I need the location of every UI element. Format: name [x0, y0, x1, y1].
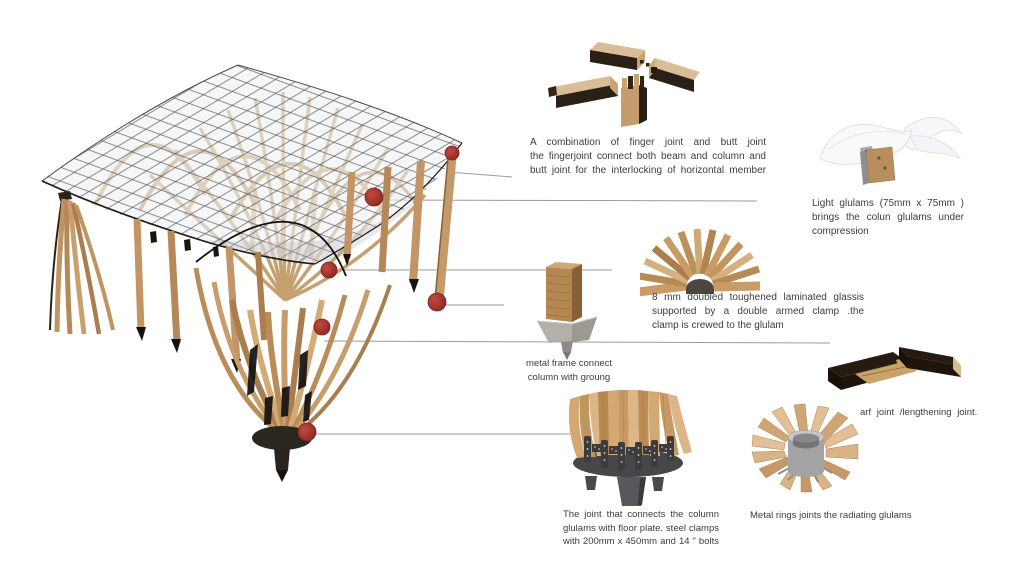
front-left-columns — [133, 218, 267, 373]
annotation-glass-clamp: 8 mm doubled toughened laminated glassis… — [652, 291, 864, 333]
joint-marker — [444, 145, 460, 161]
joint-marker — [427, 292, 447, 312]
annotation-line: glulams with floor plate. steel clamps — [563, 522, 719, 534]
metal-ring-illustration — [751, 403, 859, 493]
annotation-line: butt joint for the interlocking of horiz… — [530, 165, 766, 176]
annotation-line: The joint that connects the column — [563, 509, 719, 520]
annotation-line: compression — [812, 226, 869, 237]
annotation-metal-rings: Metal rings joints the radiating glulams — [750, 509, 950, 523]
annotation-line: arf joint /lengthening joint. — [860, 407, 978, 418]
column-base-illustration — [536, 262, 598, 360]
scarf-joint-illustration — [828, 347, 961, 390]
glass-canopy — [40, 59, 463, 277]
pavilion-illustration — [40, 59, 463, 482]
joint-markers — [297, 145, 460, 442]
annotation-line: with 200mm x 450mm and 14 " bolts — [563, 536, 719, 547]
annotation-line: metal frame connect — [525, 358, 613, 369]
joint-marker — [297, 422, 317, 442]
annotation-line: Metal rings joints the radiating glulams — [750, 510, 912, 521]
annotation-line: supported by a double armed clamp .the — [652, 306, 864, 317]
annotation-line: the fingerjoint connect both beam and co… — [530, 151, 766, 162]
annotation-light-glulams: Light glulams (75mm x 75mm ) brings the … — [812, 197, 964, 239]
annotation-line: brings the colun glulams under — [812, 212, 964, 223]
annotation-line: A combination of finger joint and butt j… — [530, 137, 766, 148]
annotation-line: clamp is crewed to the glulam — [652, 320, 784, 331]
trunk-fan — [193, 267, 392, 482]
joint-marker — [313, 318, 331, 336]
annotation-scarf-joint: arf joint /lengthening joint. — [860, 406, 992, 420]
annotation-line: 8 mm doubled toughened laminated glassis — [652, 292, 864, 303]
joint-marker — [364, 187, 384, 207]
annotation-line: Light glulams (75mm x 75mm ) — [812, 198, 964, 209]
finger-joint-illustration — [548, 42, 700, 127]
annotation-finger-joint: A combination of finger joint and butt j… — [530, 136, 766, 178]
radial-fan-illustration — [640, 228, 760, 297]
glass-clamp-illustration — [819, 117, 963, 185]
joint-marker — [320, 261, 338, 279]
annotation-line: column with groung — [527, 371, 611, 383]
right-columns — [343, 156, 457, 302]
annotation-metal-frame: metal frame connect column with groung — [516, 357, 622, 384]
left-plank-cluster — [49, 191, 115, 335]
annotation-floor-joint: The joint that connects the column glula… — [563, 508, 719, 549]
floor-plate-joint-illustration — [568, 390, 692, 506]
